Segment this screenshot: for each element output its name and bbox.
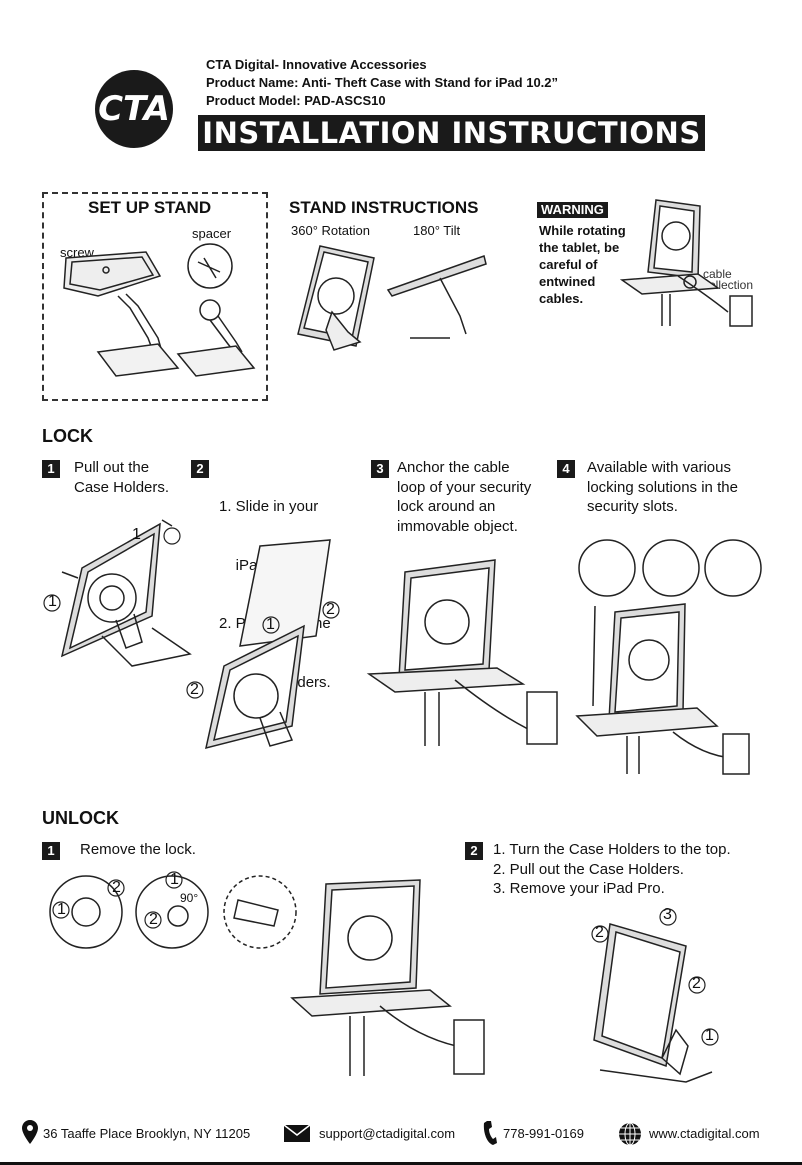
- unlock-title: UNLOCK: [42, 808, 119, 828]
- lock-step-3-illustration: [365, 560, 565, 750]
- stand-instructions-title: STAND INSTRUCTIONS: [289, 198, 479, 217]
- lock-s2-callout-c: 2: [190, 681, 199, 698]
- lock-step-2-number: 2: [191, 460, 209, 478]
- lock-step-4-illustration: [573, 536, 763, 776]
- setup-stand-box: [42, 192, 268, 401]
- lock-step-3-line-3: lock around an: [397, 498, 496, 515]
- lock-step-3-line-2: loop of your security: [397, 478, 532, 496]
- unlock-callout-d: 2: [149, 911, 158, 928]
- lock-step-4-line-2: locking solutions in the: [587, 478, 738, 496]
- footer-address: 36 Taaffe Place Brooklyn, NY 11205: [43, 1126, 251, 1141]
- warning-illustration: [618, 196, 758, 331]
- warning-line-3: careful of: [539, 257, 598, 272]
- lock-s2-callout-b: 1: [266, 616, 275, 633]
- unlock-step-2-line-2: 2. Pull out the Case Holders.: [493, 860, 684, 878]
- setup-stand-title: SET UP STAND: [88, 198, 212, 217]
- lock-step-4-text: Available with various locking solutions…: [587, 458, 738, 517]
- lock-title: LOCK: [42, 426, 93, 446]
- warning-line-2: the tablet, be: [539, 240, 620, 255]
- unlock-step-2-number: 2: [465, 842, 483, 860]
- product-name: Product Name: Anti- Theft Case with Stan…: [206, 75, 559, 90]
- logo-text: CTA: [98, 89, 170, 129]
- lock-s1-callout-b: 1: [48, 593, 57, 610]
- unlock-step-1-number: 1: [42, 842, 60, 860]
- rotation-label: 360° Rotation: [291, 223, 370, 238]
- lock-step-1-number: 1: [42, 460, 60, 478]
- spacer-label: spacer: [192, 226, 232, 241]
- lock-step-2-illustration: [180, 536, 350, 761]
- installation-banner: INSTALLATION INSTRUCTIONS: [198, 115, 705, 151]
- tilt-label: 180° Tilt: [413, 223, 461, 238]
- globe-icon: [619, 1122, 641, 1146]
- warning-badge: WARNING: [537, 202, 608, 218]
- warning-line-4: entwined: [539, 274, 596, 289]
- footer-divider: [0, 1162, 802, 1165]
- unlock-s2-callout-d: 1: [705, 1027, 714, 1044]
- location-pin-icon: [22, 1120, 38, 1144]
- unlock-callout-c: 1: [170, 871, 179, 888]
- lock-s1-callout-a: 1: [132, 526, 141, 543]
- unlock-step-2-line-3: 3. Remove your iPad Pro.: [493, 880, 665, 897]
- unlock-angle-label: 90°: [180, 891, 199, 905]
- footer-phone: 778-991-0169: [503, 1126, 584, 1141]
- unlock-step-1-illustration: [42, 870, 302, 950]
- unlock-step-2-text: 1. Turn the Case Holders to the top. 2. …: [493, 840, 731, 899]
- unlock-step-2-illustration: [590, 910, 720, 1085]
- unlock-s2-callout-b: 2: [595, 924, 604, 941]
- warning-line-5: cables.: [539, 291, 584, 306]
- lock-step-1-illustration: [42, 516, 192, 671]
- lock-step-3-text: Anchor the cable loop of your security l…: [397, 458, 531, 536]
- lock-step-3-number: 3: [371, 460, 389, 478]
- cta-logo: CTA: [95, 70, 173, 148]
- unlock-s2-callout-a: 3: [663, 906, 672, 923]
- lock-step-4-number: 4: [557, 460, 575, 478]
- lock-step-3-line-1: Anchor the cable: [397, 459, 510, 476]
- warning-line-1: While rotating: [539, 223, 626, 238]
- unlock-callout-a: 1: [57, 901, 66, 918]
- lock-s2-callout-a: 2: [326, 601, 335, 618]
- lock-step-2-line-1: 1. Slide in your: [219, 498, 319, 515]
- product-model: Product Model: PAD-ASCS10: [206, 93, 386, 108]
- lock-step-4-line-1: Available with various: [587, 459, 731, 476]
- company-name: CTA Digital- Innovative Accessories: [206, 57, 427, 72]
- footer-website[interactable]: www.ctadigital.com: [649, 1126, 760, 1141]
- cable-label-1: cable: [703, 267, 732, 281]
- lock-step-1-text: Pull out the Case Holders.: [74, 458, 169, 497]
- rotation-illustration: [290, 242, 380, 354]
- tilt-illustration: [388, 250, 488, 342]
- lock-step-3-line-4: immovable object.: [397, 517, 518, 535]
- unlock-step-1-desk-illustration: [290, 880, 490, 1080]
- phone-icon: [483, 1121, 497, 1145]
- unlock-step-1-text: Remove the lock.: [80, 841, 196, 858]
- lock-step-4-line-3: security slots.: [587, 498, 678, 515]
- unlock-callout-b: 2: [112, 879, 121, 896]
- envelope-icon: [284, 1125, 310, 1142]
- lock-step-1-line-1: Pull out the: [74, 459, 150, 476]
- footer-email: support@ctadigital.com: [319, 1126, 456, 1141]
- unlock-s2-callout-c: 2: [692, 975, 701, 992]
- lock-step-1-line-2: Case Holders.: [74, 478, 170, 496]
- unlock-step-2-line-1: 1. Turn the Case Holders to the top.: [493, 841, 731, 858]
- setup-stand-illustration: [58, 248, 263, 383]
